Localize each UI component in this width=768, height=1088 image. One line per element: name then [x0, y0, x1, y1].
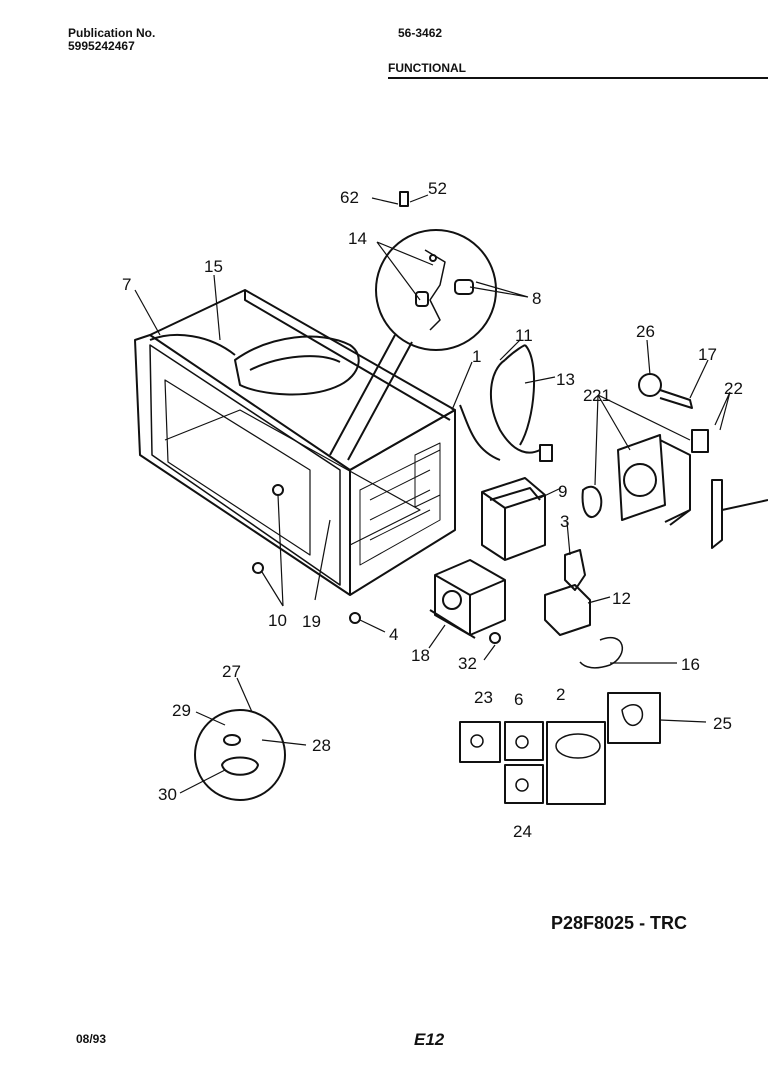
part-label-14: 14: [348, 229, 367, 248]
header-rule: [388, 77, 768, 79]
part-label-32: 32: [458, 654, 477, 673]
part-label-22: 22: [724, 379, 743, 398]
part-label-13: 13: [556, 370, 575, 389]
box-part-2: [546, 721, 606, 805]
part-label-23: 23: [474, 688, 493, 707]
part-label-24: 24: [513, 822, 532, 841]
part-label-29: 29: [172, 701, 191, 720]
part-label-17: 17: [698, 345, 717, 364]
part-label-15: 15: [204, 257, 223, 276]
part-label-6: 6: [514, 690, 523, 709]
footer-date: 08/93: [76, 1032, 107, 1046]
cabinet-assembly: [134, 289, 456, 596]
page-number: E12: [414, 1030, 445, 1049]
section-title: FUNCTIONAL: [388, 61, 466, 75]
part-label-21: 21: [592, 386, 611, 405]
detail-leader-beam: [329, 334, 413, 461]
part-label-9: 9: [558, 482, 567, 501]
fan-motor-assembly: [581, 434, 768, 549]
part-label-8: 8: [532, 289, 541, 308]
part-label-18: 18: [411, 646, 430, 665]
publication-label: Publication No.: [68, 26, 156, 40]
publication-number: 5995242467: [68, 39, 135, 53]
part-label-7: 7: [122, 275, 131, 294]
part-label-21-2: 2: [583, 386, 592, 405]
part-label-4: 4: [389, 625, 398, 644]
part-label-12: 12: [612, 589, 631, 608]
diagram-number: P28F8025 - TRC: [551, 913, 688, 933]
power-cord: [459, 344, 553, 462]
lamp-assembly: [638, 373, 709, 453]
part-label-62: 62: [340, 188, 359, 207]
box-part-25: [607, 692, 661, 744]
part-label-10: 10: [268, 611, 287, 630]
part-label-1: 1: [472, 347, 481, 366]
part-label-27: 27: [222, 662, 241, 681]
part-label-52: 52: [428, 179, 447, 198]
waveguide-duct: [149, 334, 360, 396]
part-label-16: 16: [681, 655, 700, 674]
part-label-2: 2: [556, 685, 565, 704]
box-part-23: [459, 721, 501, 763]
part-label-26: 26: [636, 322, 655, 341]
detail-circle-thermal: [194, 709, 286, 801]
part-label-3: 3: [560, 512, 569, 531]
part-label-19: 19: [302, 612, 321, 631]
part-label-25: 25: [713, 714, 732, 733]
model-number: 56-3462: [398, 26, 443, 40]
wire-harness: [579, 637, 624, 669]
box-part-24: [504, 764, 544, 804]
part-label-28: 28: [312, 736, 331, 755]
part-label-11: 11: [515, 326, 533, 345]
box-part-6: [504, 721, 544, 761]
transformer: [429, 559, 506, 639]
magnetron: [481, 477, 546, 561]
detail-circle-interlock: [375, 229, 497, 351]
capacitor: [544, 549, 591, 636]
part-label-30: 30: [158, 785, 177, 804]
